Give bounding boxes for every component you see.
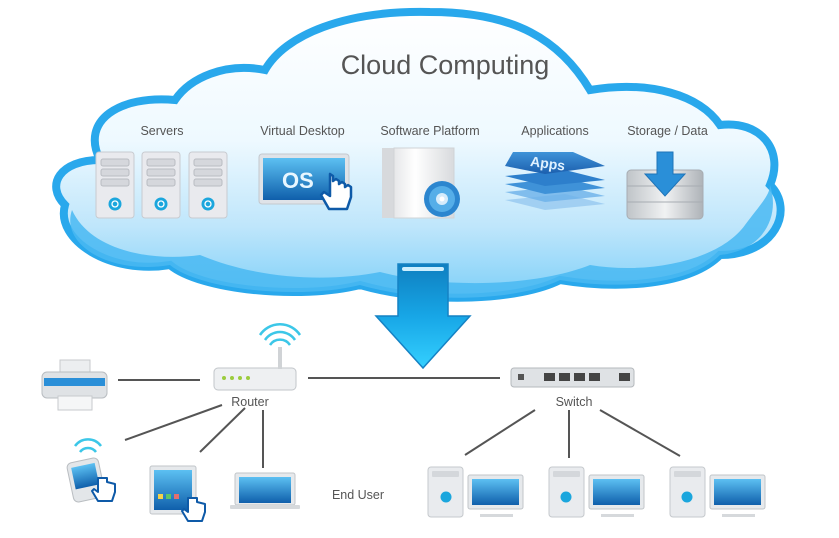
label-applications: Applications	[521, 124, 589, 138]
label-router: Router	[231, 395, 269, 409]
storage-database-icon	[626, 151, 704, 220]
link-router-phone	[124, 404, 223, 441]
apps-icon-text: Apps	[529, 153, 566, 174]
laptop-icon	[230, 472, 300, 509]
switch-icon	[510, 367, 635, 388]
link-router-tablet	[199, 407, 246, 453]
servers-icon	[95, 151, 228, 219]
router-icon	[213, 323, 302, 391]
link-switch-pc3	[599, 409, 681, 457]
desktop-pc-icon-3	[669, 466, 766, 518]
network-links	[118, 377, 681, 468]
download-arrow-icon	[374, 263, 472, 370]
desktop-pc-icon-1	[427, 466, 524, 518]
link-switch-pc1	[464, 409, 536, 456]
printer-icon	[41, 359, 108, 411]
label-software-platform: Software Platform	[380, 124, 480, 138]
virtual-desktop-os-icon: OS	[258, 153, 353, 211]
os-icon-text: OS	[282, 168, 314, 193]
software-platform-icon	[382, 147, 460, 219]
apps-stack-icon: Apps	[505, 152, 605, 210]
diagram-title: Cloud Computing	[340, 50, 550, 80]
label-end-user: End User	[331, 488, 385, 502]
label-servers: Servers	[140, 124, 184, 138]
label-switch: Switch	[555, 395, 593, 409]
tablet-icon	[149, 465, 206, 522]
smartphone-icon	[66, 438, 116, 503]
label-storage-data: Storage / Data	[627, 124, 708, 138]
desktop-pc-icon-2	[548, 466, 645, 518]
label-virtual-desktop: Virtual Desktop	[260, 124, 345, 138]
